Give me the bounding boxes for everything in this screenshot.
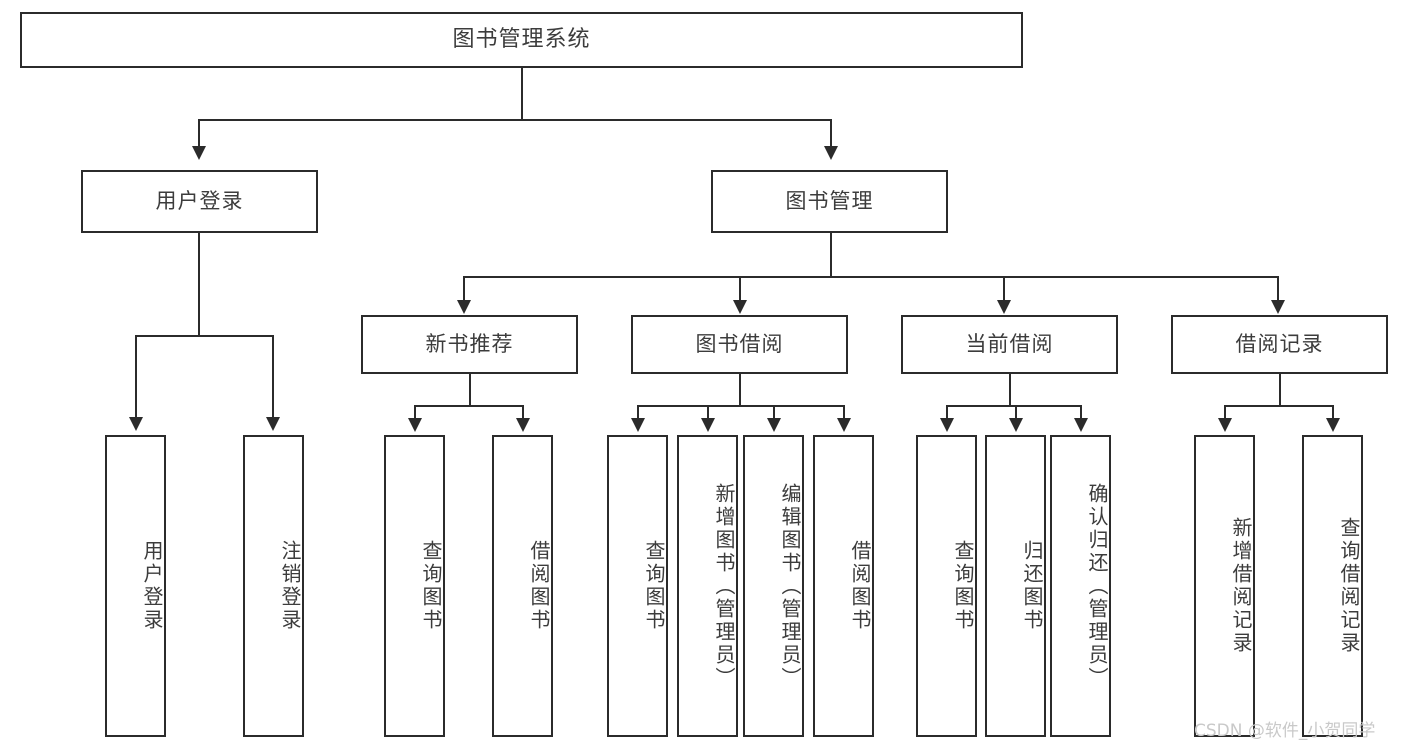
arrowhead-to-leaf-borrow-book-bb xyxy=(837,418,851,432)
arrowhead-to-leaf-add-record xyxy=(1218,418,1232,432)
arrowhead-to-leaf-query-book-bb xyxy=(631,418,645,432)
leaf-borrow-book-new-recommend[interactable]: 借阅图书 xyxy=(492,435,553,737)
connector-level2-drop-3 xyxy=(1003,276,1005,302)
connector-level2-drop-1 xyxy=(463,276,465,302)
connector-current-borrow-bus xyxy=(946,405,1080,407)
arrowhead-to-user-login xyxy=(192,146,206,160)
arrowhead-to-book-borrow xyxy=(733,300,747,314)
leaf-add-borrow-record[interactable]: 新增借阅记录 xyxy=(1194,435,1255,737)
node-label: 借阅图书 xyxy=(848,540,872,632)
arrowhead-to-leaf-logout xyxy=(266,417,280,431)
node-book-borrow[interactable]: 图书借阅 xyxy=(631,315,848,374)
node-root-book-management-system[interactable]: 图书管理系统 xyxy=(20,12,1023,68)
leaf-query-book-current[interactable]: 查询图书 xyxy=(916,435,977,737)
node-label: 用户登录 xyxy=(155,189,244,214)
connector-current-borrow-drop-1 xyxy=(946,405,948,419)
leaf-confirm-return-admin[interactable]: 确认归还（管理员） xyxy=(1050,435,1111,737)
arrowhead-to-leaf-query-book-nb xyxy=(408,418,422,432)
connector-book-borrow-drop-3 xyxy=(773,405,775,419)
connector-book-borrow-drop-1 xyxy=(637,405,639,419)
node-user-login[interactable]: 用户登录 xyxy=(81,170,318,233)
arrowhead-to-borrow-record xyxy=(1271,300,1285,314)
arrowhead-to-leaf-edit-book xyxy=(767,418,781,432)
leaf-query-book-new-recommend[interactable]: 查询图书 xyxy=(384,435,445,737)
arrowhead-to-leaf-user-login xyxy=(129,417,143,431)
leaf-query-borrow-record[interactable]: 查询借阅记录 xyxy=(1302,435,1363,737)
connector-borrow-record-drop-2 xyxy=(1332,405,1334,419)
connector-new-book-drop-2 xyxy=(522,405,524,419)
arrowhead-to-current-borrow xyxy=(997,300,1011,314)
node-label: 图书管理 xyxy=(785,189,874,214)
connector-user-login-drop-1 xyxy=(135,335,137,418)
connector-borrow-record-drop-1 xyxy=(1224,405,1226,419)
connector-level2-drop-4 xyxy=(1277,276,1279,302)
node-label: 图书管理系统 xyxy=(452,27,591,53)
leaf-logout[interactable]: 注销登录 xyxy=(243,435,304,737)
node-label: 新书推荐 xyxy=(425,332,514,357)
node-book-management[interactable]: 图书管理 xyxy=(711,170,948,233)
connector-new-book-drop-1 xyxy=(414,405,416,419)
connector-borrow-record-stem xyxy=(1279,374,1281,406)
node-label: 查询图书 xyxy=(642,540,666,632)
connector-root-stem xyxy=(521,68,523,120)
connector-level1-drop-left xyxy=(198,119,200,147)
node-label: 归还图书 xyxy=(1020,540,1044,632)
arrowhead-to-leaf-query-book-cb xyxy=(940,418,954,432)
connector-level1-bus xyxy=(198,119,832,121)
connector-level1-drop-right xyxy=(830,119,832,147)
arrowhead-to-leaf-confirm-return xyxy=(1074,418,1088,432)
node-label: 新增借阅记录 xyxy=(1229,517,1253,655)
node-label: 编辑图书（管理员） xyxy=(778,482,802,690)
connector-book-management-stem xyxy=(830,233,832,277)
leaf-return-book[interactable]: 归还图书 xyxy=(985,435,1046,737)
connector-book-borrow-drop-4 xyxy=(843,405,845,419)
connector-new-book-stem xyxy=(469,374,471,406)
connector-user-login-stem xyxy=(198,233,200,336)
node-label: 查询图书 xyxy=(951,540,975,632)
arrowhead-to-book-management xyxy=(824,146,838,160)
leaf-borrow-book[interactable]: 借阅图书 xyxy=(813,435,874,737)
arrowhead-to-leaf-query-record xyxy=(1326,418,1340,432)
leaf-user-login[interactable]: 用户登录 xyxy=(105,435,166,737)
connector-new-book-bus xyxy=(414,405,524,407)
node-label: 查询借阅记录 xyxy=(1337,517,1361,655)
leaf-add-book-admin[interactable]: 新增图书（管理员） xyxy=(677,435,738,737)
connector-level2-drop-2 xyxy=(739,276,741,302)
arrowhead-to-new-book-recommend xyxy=(457,300,471,314)
node-label: 注销登录 xyxy=(278,540,302,632)
connector-current-borrow-drop-3 xyxy=(1080,405,1082,419)
leaf-query-book-borrow[interactable]: 查询图书 xyxy=(607,435,668,737)
node-label: 新增图书（管理员） xyxy=(712,482,736,690)
connector-book-borrow-stem xyxy=(739,374,741,406)
node-label: 确认归还（管理员） xyxy=(1085,482,1109,690)
connector-book-borrow-drop-2 xyxy=(707,405,709,419)
connector-user-login-drop-2 xyxy=(272,335,274,418)
connector-user-login-bus xyxy=(135,335,272,337)
arrowhead-to-leaf-return-book xyxy=(1009,418,1023,432)
node-label: 用户登录 xyxy=(140,540,164,632)
leaf-edit-book-admin[interactable]: 编辑图书（管理员） xyxy=(743,435,804,737)
connector-level2-bus xyxy=(463,276,1279,278)
connector-borrow-record-bus xyxy=(1224,405,1334,407)
node-label: 借阅记录 xyxy=(1235,332,1324,357)
connector-book-borrow-bus xyxy=(637,405,844,407)
node-current-borrow[interactable]: 当前借阅 xyxy=(901,315,1118,374)
node-new-book-recommend[interactable]: 新书推荐 xyxy=(361,315,578,374)
node-borrow-record[interactable]: 借阅记录 xyxy=(1171,315,1388,374)
arrowhead-to-leaf-add-book xyxy=(701,418,715,432)
node-label: 图书借阅 xyxy=(695,332,784,357)
connector-current-borrow-drop-2 xyxy=(1015,405,1017,419)
connector-current-borrow-stem xyxy=(1009,374,1011,406)
node-label: 查询图书 xyxy=(419,540,443,632)
arrowhead-to-leaf-borrow-book-nb xyxy=(516,418,530,432)
node-label: 当前借阅 xyxy=(965,332,1054,357)
node-label: 借阅图书 xyxy=(527,540,551,632)
